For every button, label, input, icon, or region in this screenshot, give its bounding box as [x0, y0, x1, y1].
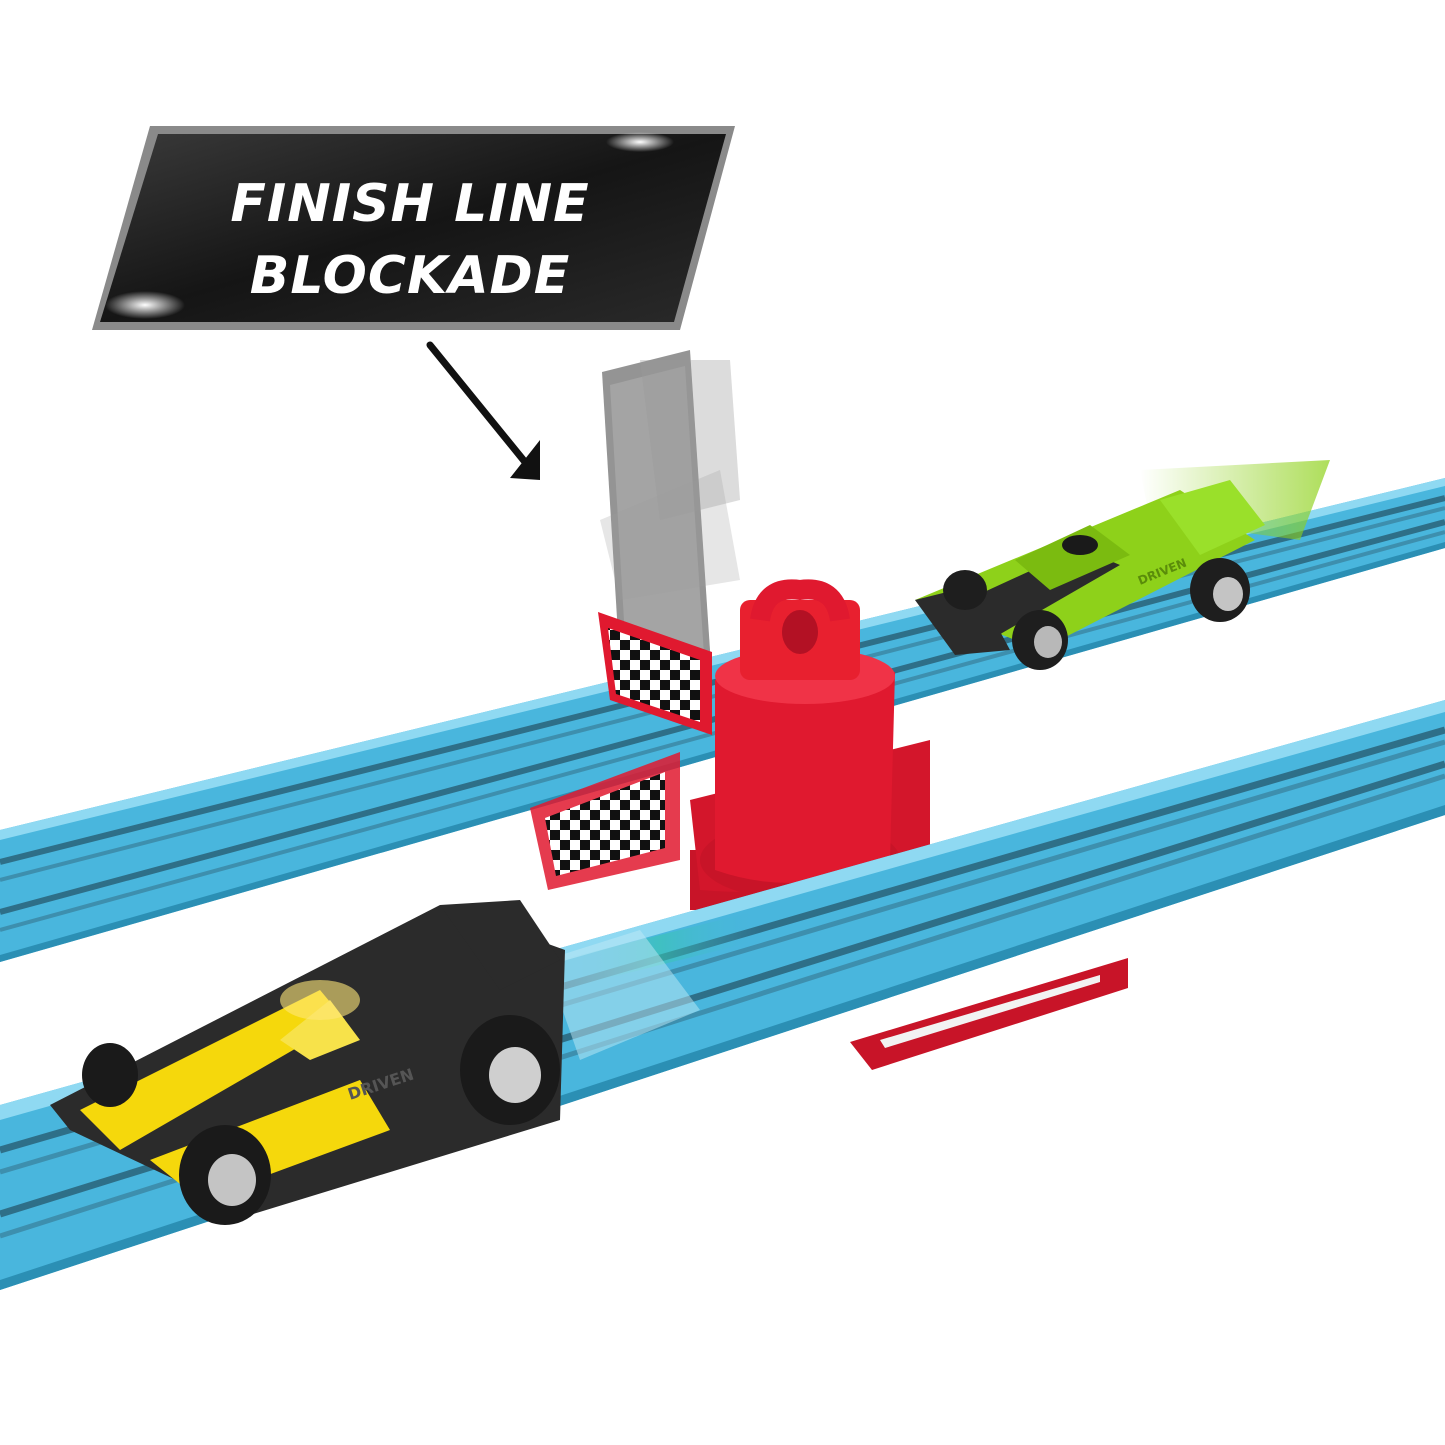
yellow-race-car: DRIVEN: [50, 900, 700, 1225]
callout-label: [92, 126, 735, 330]
green-race-car: DRIVEN: [915, 460, 1330, 670]
blockade-base-plate: [850, 958, 1128, 1070]
checkered-flag-icon: [598, 612, 712, 735]
blockade-gate: [600, 350, 740, 700]
checkered-flag-lower: [530, 752, 680, 890]
callout-text: FINISH LINE BLOCKADE: [150, 168, 670, 312]
arrow-icon: [426, 341, 540, 480]
blockade-tower: [690, 579, 930, 910]
callout-line-1: FINISH LINE: [230, 174, 590, 234]
callout-line-2: BLOCKADE: [249, 246, 571, 306]
